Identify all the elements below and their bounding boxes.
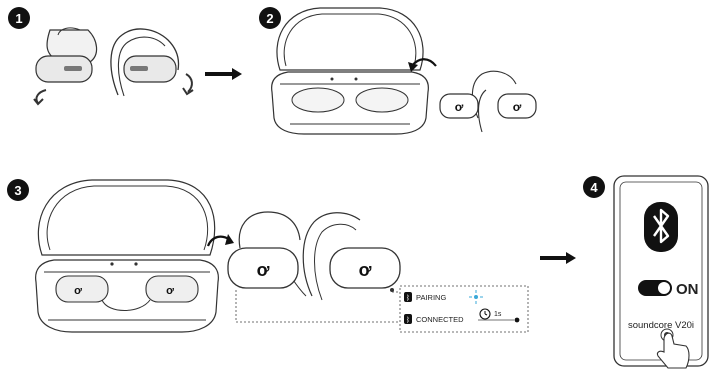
step-4: 4 ON soundcore V20i [583,176,708,368]
left-earbud-step1 [34,28,97,104]
indicator-legend: ᛒ PAIRING ᛒ CONNECTED [400,286,528,332]
svg-text:ơ: ơ [359,260,372,280]
step-1: 1 [8,7,193,104]
svg-text:ơ: ơ [455,100,464,114]
svg-text:1: 1 [15,11,22,26]
svg-text:ơ: ơ [257,260,270,280]
earbuds-pair-step2: ơ ơ [440,71,536,132]
left-earbud-large: ơ [228,212,306,296]
svg-text:2: 2 [266,11,273,26]
step-3: 3 ơ ơ ơ [7,179,528,332]
pairing-label: PAIRING [416,293,446,302]
toggle-on-label: ON [676,281,699,298]
right-earbud-step1 [111,29,193,96]
step-4-badge: 4 [583,176,605,198]
connected-label: CONNECTED [416,315,464,324]
svg-text:3: 3 [14,183,21,198]
bluetooth-icon [644,202,678,252]
charging-case-with-earbuds: ơ ơ [36,180,219,332]
device-name[interactable]: soundcore V20i [628,320,694,331]
svg-text:ơ: ơ [74,285,82,297]
arrow-step3-to-step4 [540,252,576,264]
arrow-step1-to-step2 [205,68,242,80]
right-earbud-large: ơ [303,213,400,300]
timer-icon [480,309,490,319]
step-1-badge: 1 [8,7,30,29]
charging-case-open [272,8,429,134]
step-2-badge: 2 [259,7,281,29]
step-2: 2 ơ ơ [259,7,536,134]
timer-label: 1s [494,311,502,318]
callout-lines [236,290,400,322]
svg-text:ᛒ: ᛒ [406,316,410,324]
svg-text:ᛒ: ᛒ [406,294,410,302]
step-3-badge: 3 [7,179,29,201]
svg-text:ơ: ơ [513,100,522,114]
led-solid-icon [515,318,520,323]
svg-text:4: 4 [590,180,598,195]
phone: ON soundcore V20i [614,176,708,368]
svg-text:ơ: ơ [166,285,174,297]
